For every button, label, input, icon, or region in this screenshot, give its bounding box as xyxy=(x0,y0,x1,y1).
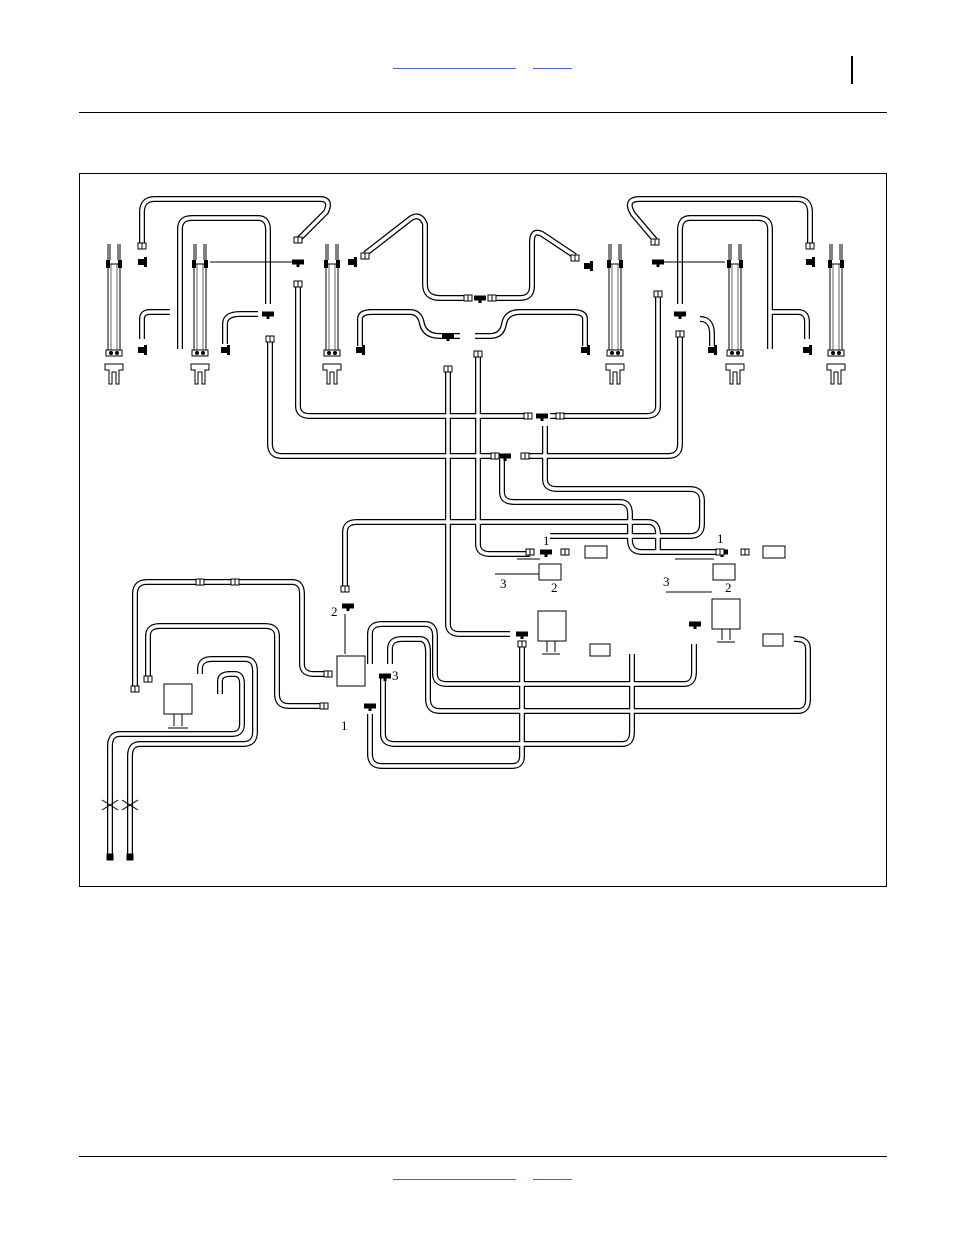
cylinder-2 xyxy=(191,244,209,384)
hydraulic-diagram: 1 2 3 1 2 3 1 2 3 xyxy=(80,174,886,886)
cylinder-5 xyxy=(726,244,744,384)
page-marker xyxy=(851,56,853,84)
cylinder-3 xyxy=(323,244,341,384)
callout-1-left: 1 xyxy=(341,718,348,733)
hydraulic-diagram-frame: 1 2 3 1 2 3 1 2 3 xyxy=(79,173,887,887)
callout-3-left: 3 xyxy=(392,668,399,683)
footer-link-secondary[interactable] xyxy=(533,1171,572,1180)
callout-2-center: 2 xyxy=(551,580,558,595)
callout-2-right: 2 xyxy=(725,580,732,595)
callout-3-right: 3 xyxy=(663,574,670,589)
cylinder-6 xyxy=(827,244,845,384)
header-link-primary[interactable] xyxy=(393,60,516,69)
cylinder-1 xyxy=(105,244,123,384)
footer-link-primary[interactable] xyxy=(393,1171,516,1180)
callout-2-left: 2 xyxy=(331,604,338,619)
callout-1-center: 1 xyxy=(543,533,550,548)
footer-rule xyxy=(79,1156,887,1157)
header-rule xyxy=(79,112,887,113)
header-link-secondary[interactable] xyxy=(533,60,572,69)
callout-1-right: 1 xyxy=(717,531,724,546)
fittings xyxy=(131,237,815,711)
hose-group xyxy=(110,199,810,854)
callouts: 1 2 3 1 2 3 1 2 3 xyxy=(331,531,732,733)
callout-3-center: 3 xyxy=(500,576,507,591)
cylinder-4 xyxy=(606,244,624,384)
